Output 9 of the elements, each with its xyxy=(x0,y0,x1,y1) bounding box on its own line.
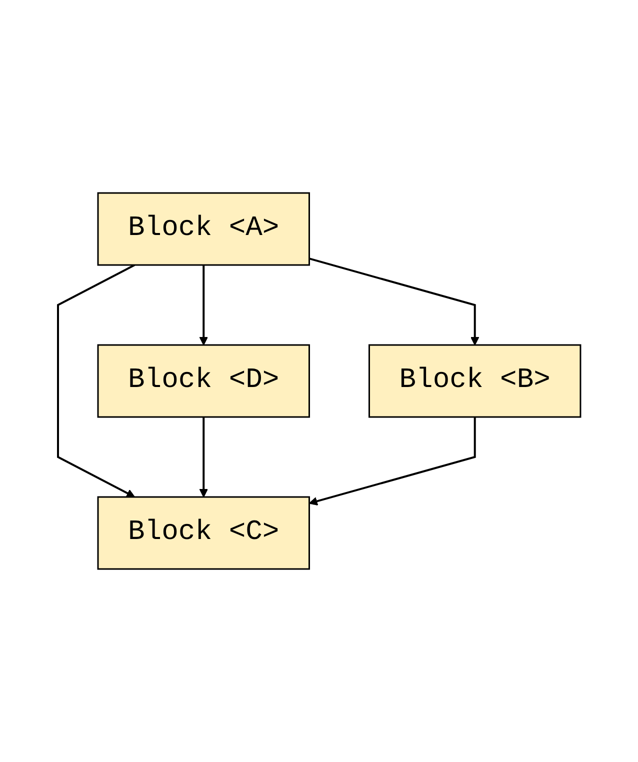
arrow xyxy=(198,265,208,346)
arrow xyxy=(56,264,135,498)
node-box: Block <A> xyxy=(97,192,310,266)
arrow xyxy=(308,417,476,506)
node-box: Block <B> xyxy=(368,344,581,418)
node-box: Block <C> xyxy=(97,496,310,570)
node-box: Block <D> xyxy=(97,344,310,418)
arrow xyxy=(198,417,208,498)
arrow xyxy=(308,258,480,346)
